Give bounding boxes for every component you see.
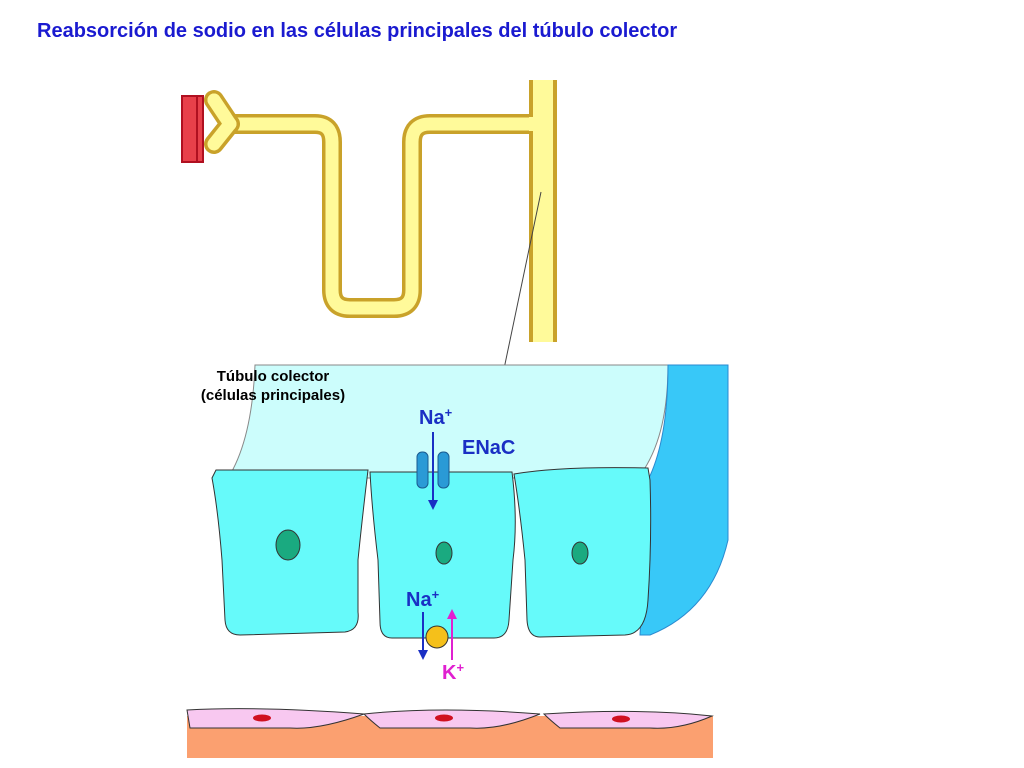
endothelial-cells — [186, 708, 714, 729]
endothelial-nucleus-2 — [435, 714, 453, 722]
na-basal-label: Na+ — [406, 587, 440, 611]
tubule-label-line2: (células principales) — [201, 387, 345, 404]
k-influx-arrow — [447, 609, 457, 660]
na-influx-arrow — [428, 432, 438, 510]
na-lumen-base: Na — [419, 407, 445, 429]
na-efflux-arrow — [418, 612, 428, 660]
na-lumen-sup: + — [445, 405, 453, 420]
na-lumen-label: Na+ — [419, 405, 453, 429]
tubule-wall — [639, 364, 729, 636]
enac-channel — [416, 451, 450, 489]
na-basal-base: Na — [406, 589, 432, 611]
tubule-label-line1: Túbulo colector — [217, 368, 330, 385]
enac-label: ENaC — [462, 437, 515, 459]
endothelial-cell-1 — [186, 708, 365, 729]
endothelial-nucleus-1 — [253, 714, 271, 722]
blood-vessel — [181, 95, 204, 163]
nucleus-right — [571, 541, 589, 565]
k-label: K+ — [442, 660, 464, 684]
endothelial-nucleus-3 — [612, 715, 630, 723]
k-base: K — [442, 662, 457, 684]
nephron-tubule — [204, 80, 557, 342]
na-k-pump — [425, 625, 449, 649]
nucleus-middle — [435, 541, 453, 565]
na-basal-sup: + — [432, 587, 440, 602]
k-sup: + — [456, 660, 464, 675]
page-title: Reabsorción de sodio en las células prin… — [37, 20, 678, 42]
nucleus-left — [275, 529, 301, 561]
pointer-line — [499, 191, 542, 389]
